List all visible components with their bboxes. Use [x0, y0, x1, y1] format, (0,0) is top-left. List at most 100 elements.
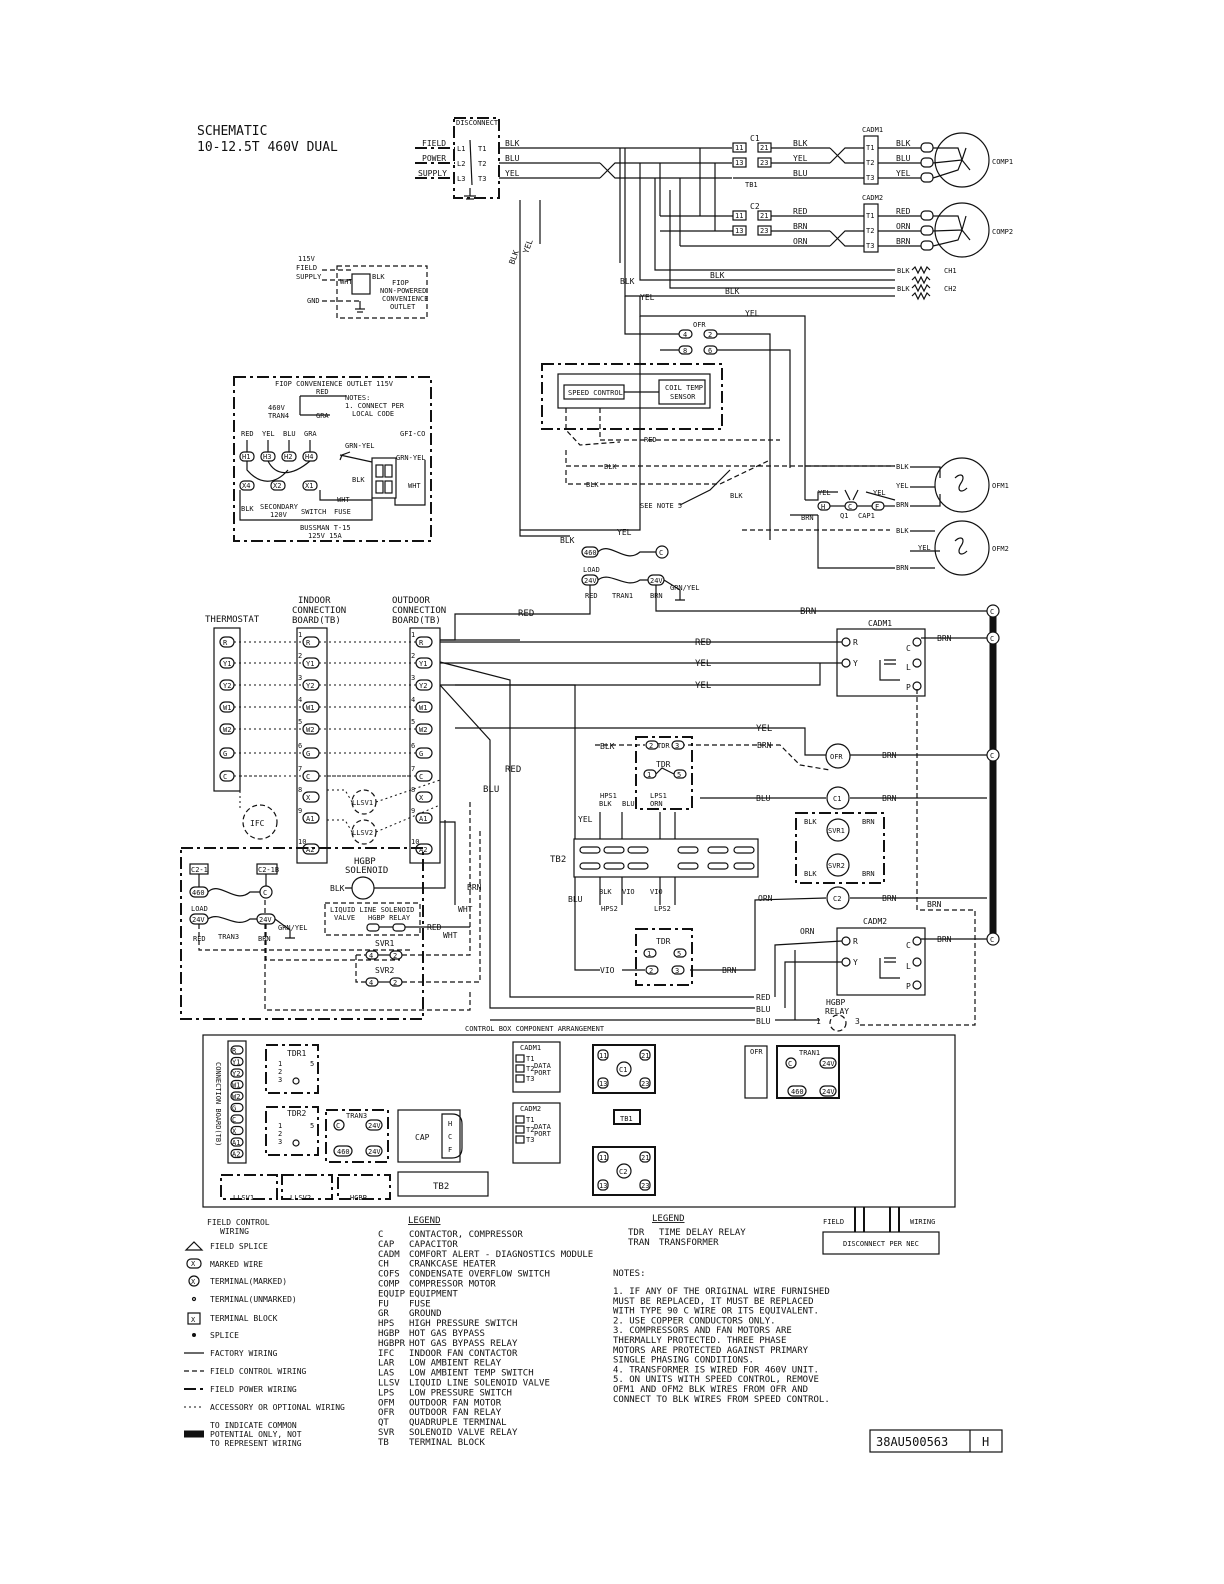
ch-wire-blk-1: BLK	[710, 271, 725, 280]
legend-meaning: TERMINAL BLOCK	[409, 1438, 485, 1448]
indoor-terminal-label: C	[306, 773, 310, 781]
indoor-terminal-number: 5	[298, 718, 302, 726]
svg-text:RELAY: RELAY	[825, 1007, 849, 1016]
svg-text:24V: 24V	[822, 1060, 835, 1068]
svg-text:YEL: YEL	[918, 544, 931, 552]
outdoor-terminal-label: A2	[419, 846, 427, 854]
svg-text:2: 2	[393, 952, 397, 960]
outdoor-terminal-number: 8	[411, 786, 415, 794]
legend-abbrev: TRAN	[628, 1238, 650, 1248]
svg-text:YEL: YEL	[873, 489, 886, 497]
legend-abbrev: COFS	[378, 1270, 400, 1280]
svg-text:13: 13	[735, 159, 743, 167]
svg-text:TRAN1: TRAN1	[612, 592, 633, 600]
tdr-pin: 3	[278, 1138, 282, 1146]
svg-text:TDR2: TDR2	[287, 1109, 306, 1118]
svg-text:TERMINAL(UNMARKED): TERMINAL(UNMARKED)	[210, 1295, 297, 1304]
svg-text:C: C	[990, 752, 994, 760]
svg-text:NOTES:: NOTES:	[613, 1269, 646, 1279]
term-l3: L3	[457, 175, 465, 183]
cadm-pin	[515, 1125, 525, 1134]
legend-meaning: CONDENSATE OVERFLOW SWITCH	[409, 1270, 550, 1280]
tb2-terminal	[603, 846, 625, 854]
svg-text:CAP1: CAP1	[858, 512, 875, 520]
svg-text:TRAN3: TRAN3	[346, 1112, 367, 1120]
thermostat-terminal-label: C	[223, 773, 227, 781]
svg-text:R: R	[853, 937, 858, 946]
svg-text:THERMOSTAT: THERMOSTAT	[205, 615, 260, 625]
svg-text:VIO: VIO	[600, 966, 615, 975]
outdoor-terminal-label: G	[419, 750, 423, 758]
svg-text:RED: RED	[316, 388, 329, 396]
svg-text:P: P	[906, 982, 911, 991]
cb-terminal-label: A1	[232, 1139, 240, 1147]
svg-text:P: P	[906, 683, 911, 692]
legend-meaning: CONTACTOR, COMPRESSOR	[409, 1230, 523, 1240]
note-line: CONNECT TO BLK WIRES FROM SPEED CONTROL.	[613, 1395, 830, 1405]
svg-text:BRN: BRN	[882, 794, 897, 803]
note-line: MUST BE REPLACED, IT MUST BE REPLACED	[613, 1297, 813, 1307]
svg-text:FIOP: FIOP	[392, 279, 409, 287]
legend-abbrev: OFR	[378, 1408, 395, 1418]
svg-text:FACTORY WIRING: FACTORY WIRING	[210, 1349, 278, 1358]
svg-text:C: C	[906, 644, 911, 653]
tb2-terminal	[733, 846, 755, 854]
svg-text:CH1: CH1	[944, 267, 957, 275]
svg-text:GRN/YEL: GRN/YEL	[278, 924, 308, 932]
tdr-pin: 5	[310, 1122, 314, 1130]
svg-text:FIELD: FIELD	[296, 264, 317, 272]
svg-text:FIELD: FIELD	[823, 1218, 844, 1226]
svg-text:TO INDICATE COMMON: TO INDICATE COMMON	[210, 1421, 297, 1430]
svg-text:BLU: BLU	[283, 430, 296, 438]
indoor-terminal-label: R	[306, 639, 311, 647]
outdoor-terminal-number: 10	[411, 838, 419, 846]
svg-text:24V: 24V	[650, 577, 663, 585]
svg-text:X1: X1	[305, 482, 313, 490]
legend-abbrev: LAS	[378, 1369, 394, 1379]
svg-text:BLK: BLK	[330, 884, 345, 893]
cadm-pin	[515, 1064, 525, 1073]
svg-text:3: 3	[675, 967, 679, 975]
svg-text:YEL: YEL	[818, 489, 831, 497]
svg-text:BRN: BRN	[793, 222, 808, 231]
svg-text:WIRING: WIRING	[220, 1227, 249, 1236]
legend-abbrev: CAP	[378, 1240, 395, 1250]
svg-text:BLK: BLK	[896, 463, 909, 471]
svg-text:TO REPRESENT WIRING: TO REPRESENT WIRING	[210, 1439, 302, 1448]
indoor-terminal	[302, 812, 320, 824]
svg-text:SVR2: SVR2	[375, 966, 394, 975]
svg-text:BRN: BRN	[862, 818, 875, 826]
indoor-terminal-number: 1	[298, 631, 302, 639]
svg-text:LPS2: LPS2	[654, 905, 671, 913]
svg-text:OFR: OFR	[830, 753, 843, 761]
non-powered-outlet: 115V FIELD SUPPLY GND WHT BLK FIOP NON-P…	[296, 255, 428, 319]
svg-text:TDR1: TDR1	[287, 1049, 306, 1058]
svg-text:BOARD(TB): BOARD(TB)	[392, 616, 441, 626]
tdr-pin: 2	[278, 1068, 282, 1076]
svg-text:FIELD POWER WIRING: FIELD POWER WIRING	[210, 1385, 297, 1394]
legend-meaning: COMFORT ALERT - DIAGNOSTICS MODULE	[409, 1250, 593, 1260]
svg-text:BLK: BLK	[897, 267, 910, 275]
legend-meaning: LOW AMBIENT TEMP SWITCH	[409, 1369, 534, 1379]
legend-meaning: HOT GAS BYPASS	[409, 1329, 485, 1339]
svg-text:YEL: YEL	[617, 528, 632, 537]
cb-terminal	[230, 1114, 244, 1124]
svg-text:BRN: BRN	[937, 935, 952, 944]
outdoor-terminal-label: W2	[419, 726, 427, 734]
title-line-2: 10-12.5T 460V DUAL	[197, 140, 338, 155]
c1-label: C1	[750, 134, 760, 143]
svg-text:5: 5	[677, 771, 681, 779]
legend-meaning: CRANKCASE HEATER	[409, 1260, 496, 1270]
svg-text:2: 2	[649, 742, 653, 750]
fiop-convenience-outlet: FIOP CONVENIENCE OUTLET 115V RED NOTES: …	[233, 376, 432, 542]
svg-text:BLK: BLK	[730, 492, 743, 500]
svg-text:RED: RED	[896, 207, 911, 216]
svg-text:CADM2: CADM2	[863, 917, 887, 926]
tb2-terminal	[627, 862, 649, 870]
outdoor-terminal-label: A1	[419, 815, 427, 823]
svg-text:YEL: YEL	[262, 430, 275, 438]
indoor-terminal	[302, 791, 320, 803]
legend-meaning: LOW AMBIENT RELAY	[409, 1359, 502, 1369]
svg-text:TRAN4: TRAN4	[268, 412, 289, 420]
cadm-pin-label: T1	[526, 1116, 534, 1124]
